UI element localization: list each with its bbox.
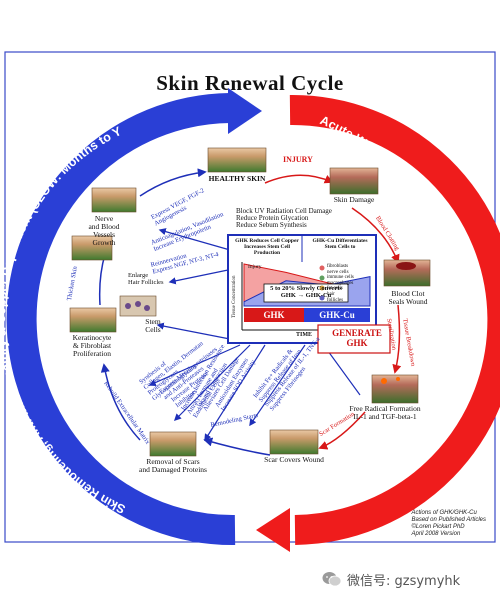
center-bar-ghk: GHK <box>263 310 285 320</box>
label-injury: INJURY <box>283 155 313 164</box>
tile-nerve <box>91 187 137 213</box>
wechat-icon <box>322 572 342 587</box>
center-time-label: TIME <box>296 332 313 338</box>
right-red-arc <box>289 94 500 545</box>
center-header-left: GHK Reduces Cell Copper Increases Stem C… <box>235 238 299 256</box>
arrow-to-follicles <box>168 269 229 285</box>
left-blue-arc <box>6 93 236 546</box>
arrow-rebuild-matrix <box>100 363 141 441</box>
credit-text: Actions of GHK/GHK-Cu Based on Published… <box>411 510 487 537</box>
ghk-bar <box>244 308 304 322</box>
arrow-blood-clotting <box>351 207 400 264</box>
label-skin-damage: Skin Damage <box>333 195 375 204</box>
arrow-block-fe <box>249 344 306 427</box>
label-healthy-skin: HEALTHY SKIN <box>208 174 266 183</box>
tile-healthy-skin <box>207 147 267 173</box>
tile-stem-cells <box>119 295 157 317</box>
tile-scar <box>269 429 319 455</box>
arrow-remodeling-starts <box>203 437 271 456</box>
tile-follicle-left <box>71 235 113 261</box>
wechat-id: 微信号: gzsymyhk <box>347 573 461 589</box>
center-cell-list: fibroblasts nerve cells immune cells mac… <box>327 264 354 303</box>
tile-free-radical <box>371 374 419 404</box>
center-converts: 5 to 20% Slowly Converts GHK → GHK-Cu <box>270 285 342 299</box>
right-arc-arrowhead <box>256 508 290 552</box>
label-scar: Scar Covers Wound <box>264 455 324 464</box>
tile-keratinocyte <box>69 307 117 333</box>
tile-removal <box>149 431 197 457</box>
center-cell-icons <box>319 265 325 301</box>
ghkcu-bar <box>304 308 370 322</box>
arrow-to-nerve <box>158 228 231 251</box>
converts-box <box>263 283 349 303</box>
arrow-wound <box>204 344 266 442</box>
tile-skin-damage <box>329 167 379 195</box>
generate-ghk-box <box>317 324 391 354</box>
center-bar-ghkcu: GHK-Cu <box>319 310 355 320</box>
tile-blood-clot <box>383 259 431 287</box>
arrow-infection <box>173 344 251 422</box>
left-arc-arrowhead <box>228 88 262 134</box>
arrow-injury <box>264 174 334 184</box>
center-injury-label: Injury <box>248 264 262 270</box>
arrow-scar-formation <box>318 411 366 450</box>
diagram-title: Skin Renewal Cycle <box>156 71 344 95</box>
wechat-watermark: 微信号: gzsymyhk <box>322 568 460 590</box>
center-header-right: GHK-Cu Differentiates Stem Cells to <box>312 238 368 250</box>
arrow-to-stem <box>156 322 236 341</box>
label-generate-ghk: GENERATE GHK <box>332 328 382 348</box>
label-damage-effects: Block UV Radiation Cell Damage Reduce Pr… <box>236 207 332 229</box>
arrow-sterilization <box>392 304 402 374</box>
center-y-label: Tissue Concentration <box>232 275 237 318</box>
arrow-to-healthy <box>139 168 207 197</box>
arrow-synthesis <box>148 344 241 386</box>
